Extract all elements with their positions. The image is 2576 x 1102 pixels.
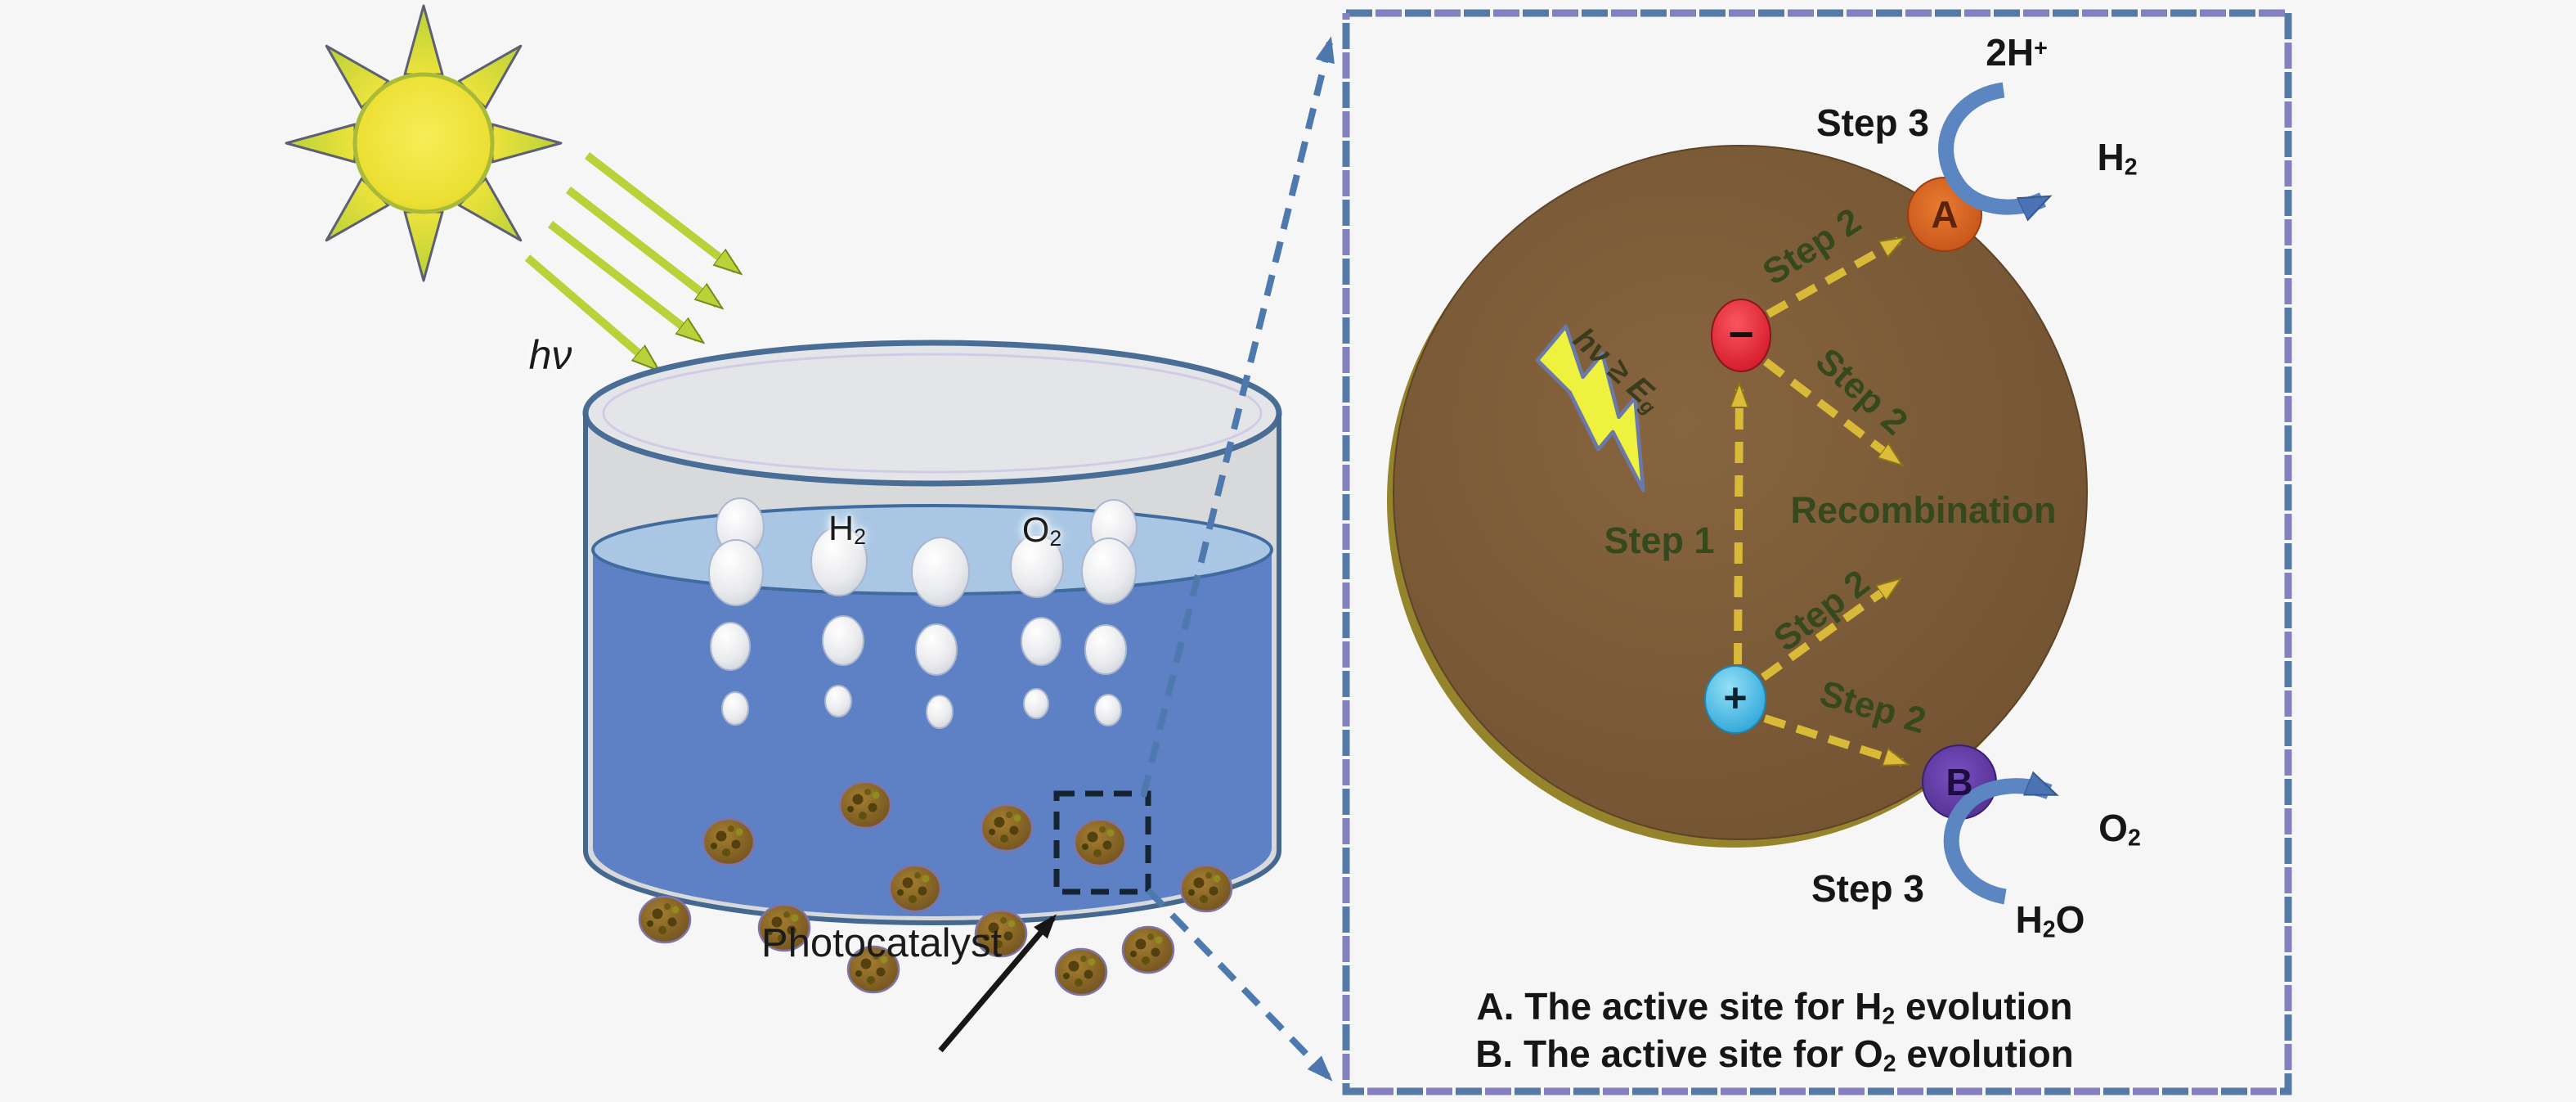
reactant-h2o-label: H2O <box>2015 898 2085 943</box>
product-h2-label: H2 <box>2097 136 2138 181</box>
zoom-connector-top <box>1140 36 1335 797</box>
lightning-bolt-icon <box>1535 324 1645 493</box>
gas-bubbles <box>708 497 1138 729</box>
sunlight-ray-arrows <box>524 152 736 367</box>
step2-arrow-electron-to-a <box>1766 241 1899 318</box>
photocatalyst-arrow <box>938 914 1057 1053</box>
step2-arrow-hole-recombination <box>1761 582 1896 681</box>
light-label: hν <box>501 334 599 377</box>
caption-a: A. The active site for H2 evolution <box>1476 985 2073 1030</box>
step3-label-bottom: Step 3 <box>1811 867 1925 910</box>
step1-label: Step 1 <box>1604 520 1715 561</box>
product-o2-label: O2 <box>2098 807 2141 852</box>
photocatalyst-label: Photocatalyst <box>761 921 1003 965</box>
hole-sign: + <box>1723 675 1748 721</box>
light-label-text: hν <box>528 332 572 378</box>
beaker-rim <box>582 340 1282 487</box>
caption-b: B. The active site for O2 evolution <box>1475 1032 2074 1077</box>
zoom-source-box <box>1053 790 1151 895</box>
light-ray-arrow <box>524 254 654 367</box>
step2-arrow-electron-recombination <box>1762 358 1897 461</box>
electron-sign: − <box>1728 310 1754 359</box>
o2-bubble-label: O2 <box>1021 511 1062 551</box>
light-ray-arrow <box>584 152 736 270</box>
beaker-rim-inner-tint <box>602 353 1263 474</box>
step1-arrow <box>1738 389 1739 665</box>
reactant-2h-label: 2H+ <box>1986 31 2048 74</box>
light-ray-arrow <box>565 187 717 304</box>
recombination-label: Recombination <box>1790 489 2057 531</box>
electron <box>1711 299 1771 372</box>
step3-arrows <box>1938 82 2049 905</box>
zoom-connector-lines <box>1140 36 1335 1082</box>
o2-release-arrow <box>1943 786 2049 905</box>
site-a-label: A <box>1931 193 1959 236</box>
h2-bubble-label: H2 <box>828 509 866 550</box>
detail-panel-border <box>1342 9 2292 1095</box>
step2-arrow-hole-to-b <box>1763 714 1902 762</box>
site-b-label: B <box>1945 761 1973 803</box>
h2-release-arrow <box>1938 82 2043 207</box>
step3-label-top: Step 3 <box>1815 101 1930 144</box>
charge-transfer-arrows <box>1738 241 1902 762</box>
light-ray-arrow <box>547 221 698 339</box>
hole <box>1704 665 1766 734</box>
sun-icon <box>285 4 563 282</box>
zoom-connector-bottom <box>1146 888 1333 1082</box>
beaker-wall-outline <box>583 413 1281 925</box>
